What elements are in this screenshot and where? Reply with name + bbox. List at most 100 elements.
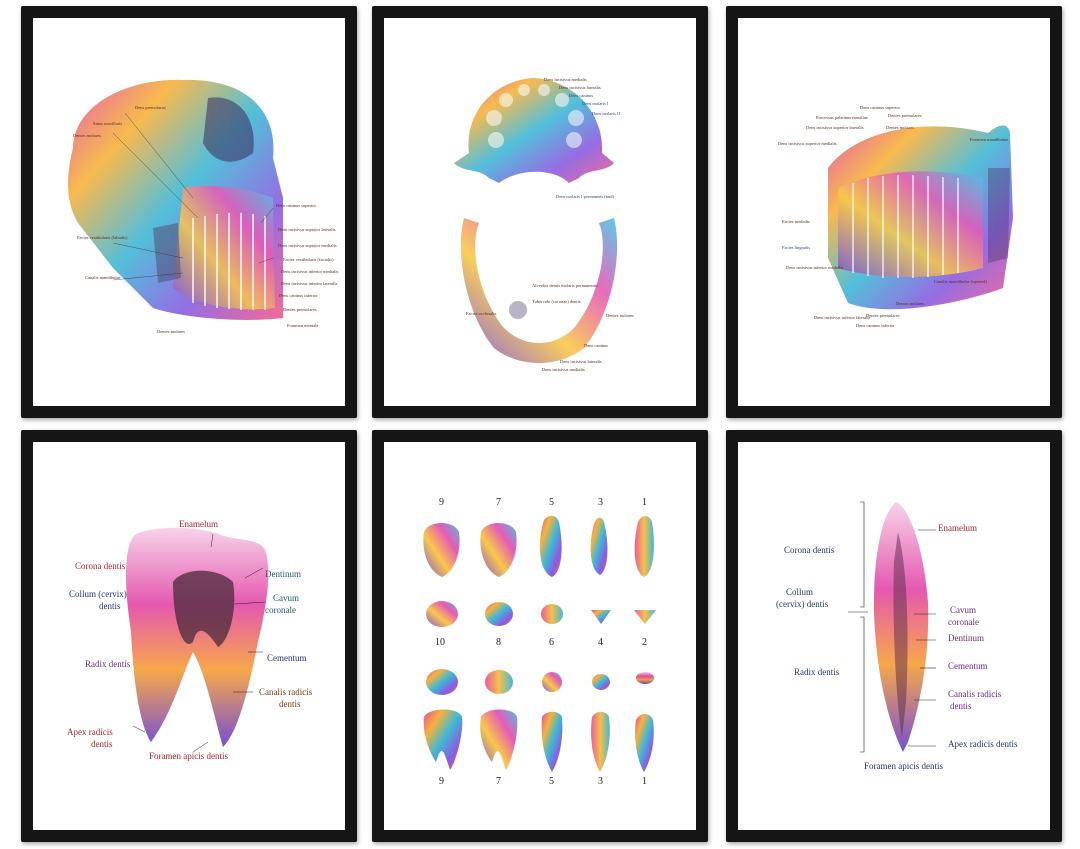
- incisor-label-cavum2: coronale: [948, 617, 979, 627]
- jaw-label-2: Dentes premolares: [888, 113, 922, 118]
- jaw-label-1: Processus palatinus maxillae: [816, 115, 868, 120]
- skull-label-7: Facies vestibularis (facialis): [283, 257, 334, 262]
- incisor-label-enamelum: Enamelum: [938, 523, 977, 533]
- incisor-label-dentinum: Dentinum: [948, 633, 984, 643]
- skull-label-3: Dens caninus superior: [276, 203, 316, 208]
- jaw-label-10: Canalis mandibulae (opened): [934, 279, 987, 284]
- arch-label-5: Dens molaris I permanens (bud): [556, 194, 614, 199]
- molar-label-canalis: Canalis radicis: [259, 687, 313, 697]
- skull-label-13: Foramen mentale: [287, 323, 319, 328]
- bottom-number-7: 7: [496, 776, 501, 787]
- poster-mat: Dens caninus superior Processus palatinu…: [738, 18, 1050, 406]
- molar-label-collum: Collum (cervix): [69, 589, 127, 599]
- poster-frame-arches: Dens incisivus medialis Dens incisivus l…: [372, 6, 708, 418]
- arch-label-4: Dens molaris II: [592, 111, 620, 116]
- jaw-label-3: Dens incisivus superior lateralis: [806, 125, 864, 130]
- incisor-label-cementum: Cementum: [948, 661, 988, 671]
- mid-number-4: 4: [598, 637, 603, 648]
- skull-label-1: Sinus maxillaris: [93, 121, 123, 126]
- mid-number-8: 8: [496, 637, 501, 648]
- poster-frame-incisor: Enamelum Corona dentis Collum (cervix) d…: [726, 430, 1062, 842]
- skull-label-10: Canalis mandibulae: [85, 275, 121, 280]
- skull-label-6: Facies vestibularis (labialis): [77, 235, 128, 240]
- jaw-label-12: Dentes premolares: [866, 313, 900, 318]
- incisor-illustration: [848, 501, 936, 753]
- arch-label-11: Dens incisivus lateralis: [560, 359, 602, 364]
- mid-number-2: 2: [642, 637, 647, 648]
- molar-label-canalis2: dentis: [279, 699, 301, 709]
- row-top-teeth: [423, 515, 654, 577]
- arch-label-12: Dens incisivus medialis: [542, 367, 585, 372]
- row-bottom-teeth: [423, 709, 654, 772]
- incisor-label-collum2: (cervix) dentis: [776, 599, 829, 609]
- arch-label-10: Dens caninus: [584, 343, 609, 348]
- molar-label-collum2: dentis: [99, 601, 121, 611]
- poster-frame-jaw: Dens caninus superior Processus palatinu…: [726, 6, 1062, 418]
- arch-label-0: Dens incisivus medialis: [544, 77, 587, 82]
- skull-label-11: Dens caninus inferior: [279, 293, 318, 298]
- skull-label-8: Dens incisivus inferior medialis: [281, 269, 339, 274]
- poster-mat: Enamelum Corona dentis Collum (cervix) d…: [738, 442, 1050, 830]
- incisor-label-radix: Radix dentis: [794, 667, 840, 677]
- molar-label-cavum: Cavum: [273, 593, 299, 603]
- jaw-label-7: Facies medialis: [782, 219, 810, 224]
- incisor-label-apex: Apex radicis dentis: [948, 739, 1018, 749]
- skull-label-9: Dens incisivus inferior lateralis: [281, 281, 338, 286]
- top-number-3: 3: [598, 497, 603, 508]
- jaw-label-0: Dens caninus superior: [860, 105, 900, 110]
- molar-label-apex2: dentis: [91, 739, 113, 749]
- poster-frame-skull: Dens premolarus Sinus maxillaris Dentes …: [21, 6, 357, 418]
- top-number-7: 7: [496, 497, 501, 508]
- incisor-label-canalis: Canalis radicis: [948, 689, 1002, 699]
- bottom-number-9: 9: [439, 776, 444, 787]
- poster-mat: Dens incisivus medialis Dens incisivus l…: [384, 18, 696, 406]
- jaw-label-5: Dens incisivus superior medialis: [778, 141, 837, 146]
- molar-label-cavum2: coronale: [265, 605, 296, 615]
- poster-mat: Dens premolarus Sinus maxillaris Dentes …: [33, 18, 345, 406]
- incisor-label-canalis2: dentis: [950, 701, 972, 711]
- molar-label-radix: Radix dentis: [85, 659, 131, 669]
- arch-label-9: Dentes molares: [606, 313, 634, 318]
- mid-number-6: 6: [549, 637, 554, 648]
- arches-illustration: [454, 78, 618, 363]
- molar-label-foramen: Foramen apicis dentis: [149, 751, 228, 761]
- arch-label-7: Tuberculo (coronae) dentis: [532, 299, 581, 304]
- jaw-label-9: Dens incisivus inferior medialis: [786, 265, 844, 270]
- mid-number-10: 10: [435, 637, 445, 648]
- arch-label-1: Dens incisivus lateralis: [559, 85, 601, 90]
- molar-label-apex: Apex radicis: [67, 727, 113, 737]
- top-number-5: 5: [549, 497, 554, 508]
- skull-label-4: Dens incisivus superior lateralis: [278, 227, 336, 232]
- bottom-number-5: 5: [549, 776, 554, 787]
- top-number-9: 9: [439, 497, 444, 508]
- jaw-label-13: Dens incisivus inferior lateralis: [814, 315, 871, 320]
- molar-illustration: [126, 527, 269, 753]
- poster-frame-teeth-rows: 9 7 5 3 1 10 8 6 4 2 9 7 5 3 1: [372, 430, 708, 842]
- arch-label-3: Dens molaris I: [582, 101, 609, 106]
- skull-label-14: Dentes molares: [157, 329, 185, 334]
- jaw-label-4: Dentes molares: [886, 125, 914, 130]
- arch-label-8: Facies occlusalis: [466, 311, 497, 316]
- poster-mat: 9 7 5 3 1 10 8 6 4 2 9 7 5 3 1: [384, 442, 696, 830]
- molar-label-dentinum: Dentinum: [265, 569, 301, 579]
- skull-label-2: Dentes molares: [73, 133, 101, 138]
- arch-label-2: Dens caninus: [569, 93, 594, 98]
- molar-label-corona: Corona dentis: [75, 561, 126, 571]
- row-top-occlusal: [426, 601, 656, 627]
- top-number-1: 1: [642, 497, 647, 508]
- jaw-label-11: Dentes molares: [896, 301, 924, 306]
- skull-label-12: Dentes premolares: [283, 307, 317, 312]
- molar-label-cementum: Cementum: [267, 653, 307, 663]
- jaw-label-14: Dens caninus inferior: [856, 323, 895, 328]
- poster-mat: Enamelum Corona dentis Dentinum Collum (…: [33, 442, 345, 830]
- row-bottom-occlusal: [426, 669, 654, 695]
- jaw-label-8: Facies lingualis: [782, 245, 811, 250]
- skull-label-5: Dens incisivus superior medialis: [278, 243, 337, 248]
- skull-illustration: [68, 79, 283, 320]
- arch-label-6: Alveolus dentis molaris permanentis: [532, 283, 598, 288]
- poster-frame-molar: Enamelum Corona dentis Dentinum Collum (…: [21, 430, 357, 842]
- incisor-label-corona: Corona dentis: [784, 545, 835, 555]
- jaw-label-6: Foramen mandibulae: [970, 137, 1009, 142]
- skull-label-0: Dens premolarus: [135, 105, 166, 110]
- incisor-label-collum: Collum: [786, 587, 814, 597]
